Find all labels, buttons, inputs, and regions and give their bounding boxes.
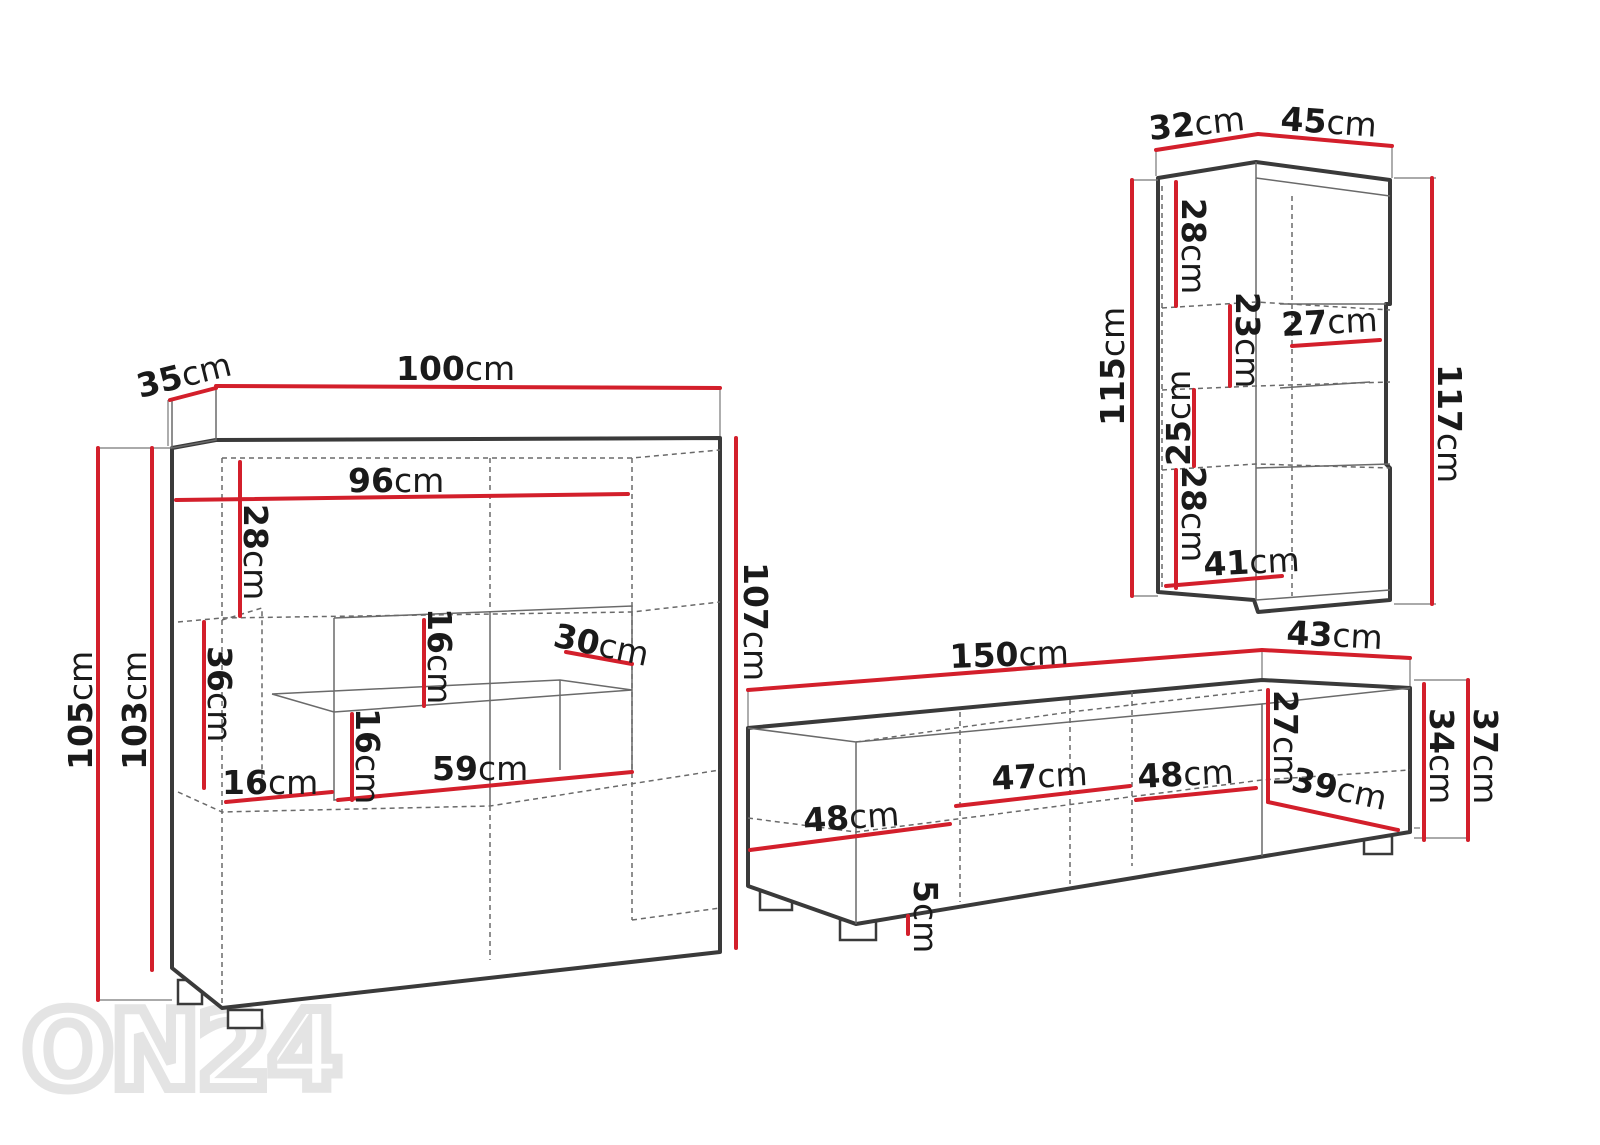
label-highboard-top-shelf: 28cm	[236, 504, 275, 600]
label-highboard-middle: 36cm	[200, 646, 239, 742]
dim-line-highboard-open-depth	[564, 650, 634, 666]
label-highboard-height-back: 107cm	[736, 562, 775, 681]
label-highboard-width: 100cm	[396, 349, 515, 388]
dim-line-highboard-depth	[168, 386, 218, 402]
dim-line-highboard-inner-width	[174, 492, 630, 502]
tv-stand-front-panel	[747, 687, 1411, 924]
wall-cabinet-shelves	[1161, 186, 1391, 596]
label-highboard-height-inner: 103cm	[115, 651, 154, 770]
label-wall-width: 45cm	[1279, 99, 1378, 145]
label-highboard-height-front: 105cm	[61, 651, 100, 770]
highboard-extension-lines	[96, 386, 721, 1001]
dim-line-wall-width	[1256, 132, 1394, 148]
label-wall-shelf-1: 28cm	[1174, 198, 1213, 294]
label-tv-section-right: 48cm	[1136, 752, 1234, 796]
wall-cabinet	[1130, 146, 1436, 614]
wall-cabinet-door-frame	[1255, 162, 1391, 601]
label-wall-inner-width: 41cm	[1202, 540, 1300, 584]
tv-stand-extension-lines	[747, 648, 1470, 839]
label-highboard-side-gap: 16cm	[222, 763, 318, 802]
dim-line-tv-section-left	[748, 822, 952, 852]
label-wall-shelf-4: 28cm	[1174, 466, 1213, 562]
label-highboard-inner-width: 96cm	[348, 461, 444, 500]
label-tv-height-front: 34cm	[1422, 708, 1461, 804]
label-wall-height-front: 115cm	[1093, 307, 1132, 426]
label-tv-section-middle: 47cm	[990, 754, 1088, 798]
dim-line-tv-depth	[1260, 648, 1412, 660]
label-tv-width: 150cm	[949, 633, 1069, 676]
dim-line-tv-section-right	[1134, 786, 1258, 802]
label-wall-shelf-depth: 27cm	[1280, 300, 1378, 344]
dim-line-tv-section-middle	[954, 784, 1132, 808]
label-wall-shelf-2: 23cm	[1228, 292, 1267, 388]
wall-cabinet-glass-edges	[1255, 303, 1391, 469]
highboard-foot-front	[226, 1008, 264, 1030]
dim-line-highboard-open-width	[336, 770, 634, 802]
watermark-logo: ON24	[22, 989, 339, 1114]
label-wall-shelf-3: 25cm	[1159, 370, 1198, 466]
dim-line-highboard-side-gap	[224, 790, 334, 804]
dim-line-wall-shelf-depth	[1290, 338, 1382, 348]
label-tv-depth: 43cm	[1286, 613, 1384, 657]
label-highboard-open-width: 59cm	[432, 749, 528, 788]
label-tv-leg: 5cm	[906, 880, 945, 953]
dim-line-wall-depth	[1154, 132, 1260, 152]
highboard-inner-structure	[177, 449, 721, 1004]
dim-line-tv-compartment-depth	[1266, 800, 1400, 832]
label-highboard-open-upper: 16cm	[420, 608, 459, 704]
wall-cabinet-body	[1156, 160, 1392, 614]
label-highboard-open-lower: 16cm	[348, 708, 387, 804]
label-wall-height-back: 117cm	[1430, 364, 1469, 483]
dimension-lines	[96, 132, 1470, 1002]
label-tv-compartment-depth: 39cm	[1288, 760, 1390, 818]
tv-stand-body	[746, 678, 1412, 926]
dim-line-wall-inner-width	[1164, 574, 1284, 588]
label-wall-depth: 32cm	[1147, 99, 1247, 148]
dim-line-highboard-width	[214, 384, 722, 390]
label-tv-compartment-height: 27cm	[1266, 690, 1305, 786]
label-tv-height-back: 37cm	[1466, 708, 1505, 804]
label-tv-section-left: 48cm	[802, 794, 901, 840]
wall-cabinet-extension-lines	[1130, 146, 1436, 605]
dim-line-tv-width	[746, 648, 1264, 692]
highboard	[96, 386, 722, 1030]
